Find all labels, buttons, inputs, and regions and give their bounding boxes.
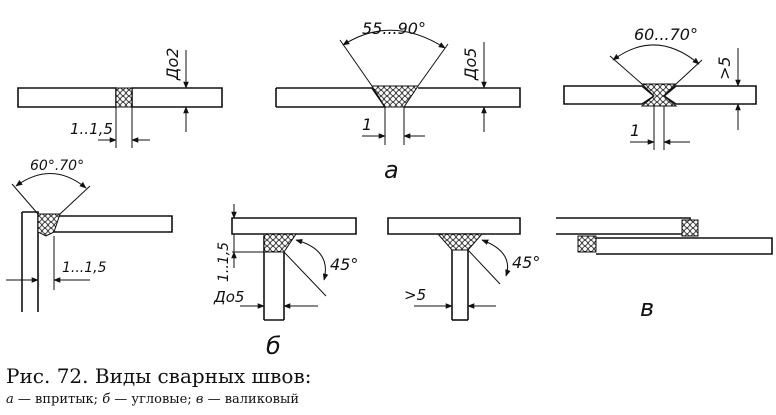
b2-width-label: До5 — [213, 288, 244, 306]
b3-width-label: >5 — [404, 286, 426, 304]
butt-weld-v-groove — [275, 29, 521, 145]
legend-letter-a: а — [6, 392, 14, 407]
a3-angle-label: 60...70° — [634, 25, 698, 44]
b3-angle-label: 45° — [512, 253, 540, 272]
butt-weld-x-groove — [563, 44, 757, 150]
legend-letter-b: б — [102, 392, 111, 407]
a1-depth-label: До2 — [163, 48, 182, 81]
legend-text-v: валиковый — [224, 392, 299, 407]
b2-height-label: 1..1,5 — [216, 242, 232, 282]
group-label-v: в — [640, 294, 654, 322]
lap-fillet-weld — [556, 217, 773, 255]
t-weld-single — [231, 204, 357, 321]
t-weld-double — [387, 217, 521, 321]
group-label-a: а — [384, 156, 399, 184]
b1-gap-label: 1...1,5 — [62, 260, 107, 276]
weld-types-figure: До2 1..1,5 55...90° До5 1 60...70° >5 1 … — [6, 19, 773, 360]
legend-text-a: впритык; — [35, 392, 99, 407]
a2-depth-label: До5 — [461, 48, 480, 81]
figure-caption-legend: а — впритык; б — угловые; в — валиковый — [6, 392, 299, 407]
a2-angle-label: 55...90° — [362, 19, 426, 38]
a1-gap-label: 1..1,5 — [70, 120, 113, 138]
group-label-b: б — [266, 332, 281, 360]
figure-caption-title: Рис. 72. Виды сварных швов: — [6, 364, 312, 388]
legend-letter-v: в — [195, 392, 204, 407]
b1-angle-label: 60°.70° — [30, 158, 84, 174]
butt-weld-square — [17, 50, 223, 148]
legend-text-b: угловые; — [131, 392, 192, 407]
a2-gap-label: 1 — [362, 115, 372, 134]
a3-depth-label: >5 — [715, 56, 734, 80]
corner-weld — [6, 173, 173, 312]
a3-gap-label: 1 — [630, 121, 640, 140]
b2-angle-label: 45° — [330, 255, 358, 274]
